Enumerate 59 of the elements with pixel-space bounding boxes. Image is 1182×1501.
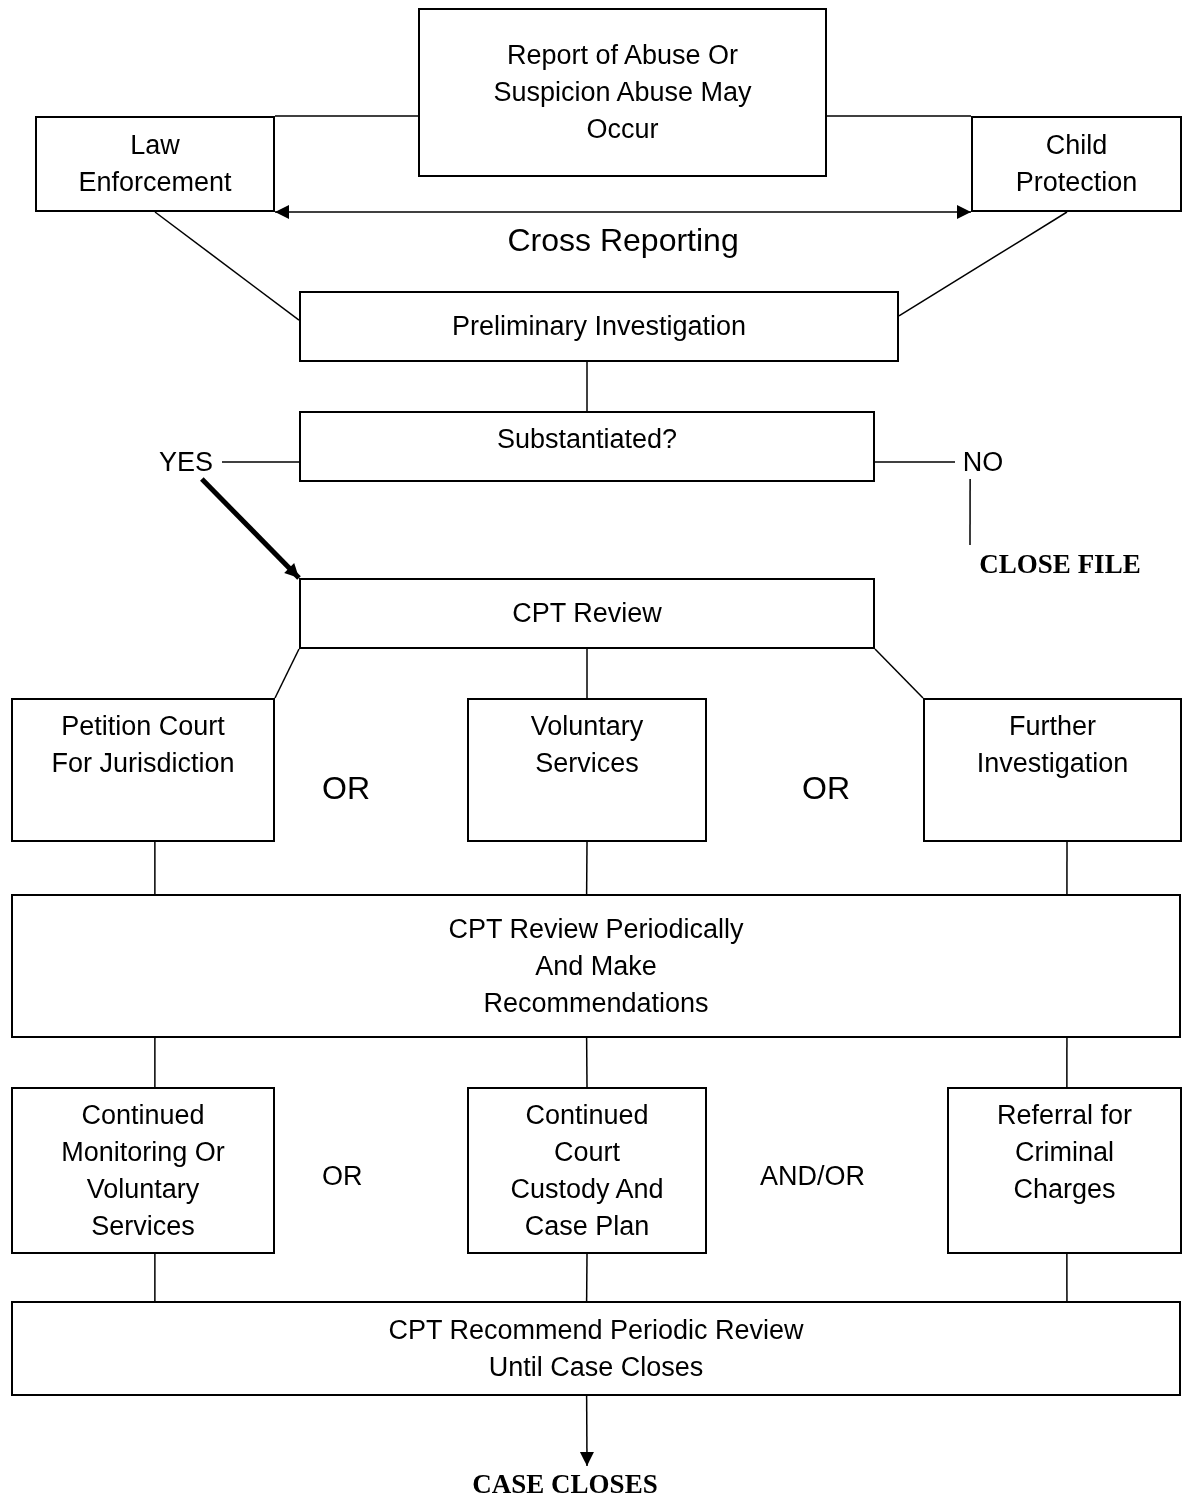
connector-line — [898, 211, 1068, 317]
box-text: CPT Review Periodically And Make Recommendations — [447, 912, 745, 1020]
connector-line — [585, 841, 588, 895]
connector-line — [274, 648, 300, 699]
process-box — [11, 1087, 275, 1254]
process-box — [971, 116, 1182, 212]
connector-line — [585, 1037, 588, 1088]
box-text: Further Investigation — [975, 710, 1130, 780]
connector-line — [826, 115, 972, 117]
box-text: Preliminary Investigation — [450, 310, 748, 343]
branch-label: YES — [150, 445, 222, 479]
connector-line — [874, 648, 924, 699]
connector-line — [969, 478, 971, 546]
process-box — [11, 894, 1181, 1038]
connector-line — [154, 211, 300, 321]
box-text: Law Enforcement — [77, 129, 233, 199]
connector-line — [874, 461, 956, 463]
connector-word: OR — [322, 772, 370, 804]
process-box — [35, 116, 275, 212]
connector-word: OR — [322, 1163, 363, 1190]
box-text: CPT Review — [511, 597, 663, 630]
process-box — [467, 1087, 707, 1254]
connector-line — [221, 461, 300, 463]
connector-line — [274, 115, 419, 117]
process-box — [11, 1301, 1181, 1396]
connector-line — [586, 648, 588, 699]
box-text: Petition Court For Jurisdiction — [50, 710, 236, 780]
process-box — [299, 291, 899, 362]
process-box — [947, 1087, 1182, 1254]
arrow — [200, 477, 301, 580]
connector-line — [1066, 1253, 1068, 1302]
connector-line — [1066, 841, 1068, 895]
process-box — [299, 411, 875, 482]
process-box — [467, 698, 707, 842]
process-box — [11, 698, 275, 842]
box-text: Continued Court Custody And Case Plan — [509, 1099, 665, 1243]
arrow — [579, 1395, 594, 1467]
box-text: Report of Abuse Or Suspicion Abuse May Occur — [492, 39, 753, 146]
box-text: CPT Recommend Periodic Review Until Case Closes — [387, 1313, 805, 1384]
outcome-label: CASE CLOSES — [440, 1466, 690, 1501]
process-box — [299, 578, 875, 649]
box-text: Substantiated? — [495, 423, 679, 456]
box-text: Voluntary Services — [529, 710, 645, 780]
arrow — [274, 205, 972, 219]
connector-word: OR — [802, 772, 850, 804]
connector-line — [154, 1037, 156, 1088]
connector-line — [585, 1253, 588, 1302]
box-text: Continued Monitoring Or Voluntary Services — [60, 1099, 226, 1243]
connector-line — [1066, 1037, 1068, 1088]
outcome-label: CLOSE FILE — [960, 545, 1160, 583]
connector-line — [154, 841, 156, 895]
connector-line — [154, 1253, 156, 1302]
connector-word: AND/OR — [760, 1163, 865, 1190]
connector-line — [586, 361, 588, 412]
process-box — [923, 698, 1182, 842]
box-text: Child Protection — [1014, 129, 1139, 199]
box-text: Referral for Criminal Charges — [995, 1099, 1133, 1206]
branch-label: NO — [955, 445, 1011, 479]
process-box — [418, 8, 827, 177]
